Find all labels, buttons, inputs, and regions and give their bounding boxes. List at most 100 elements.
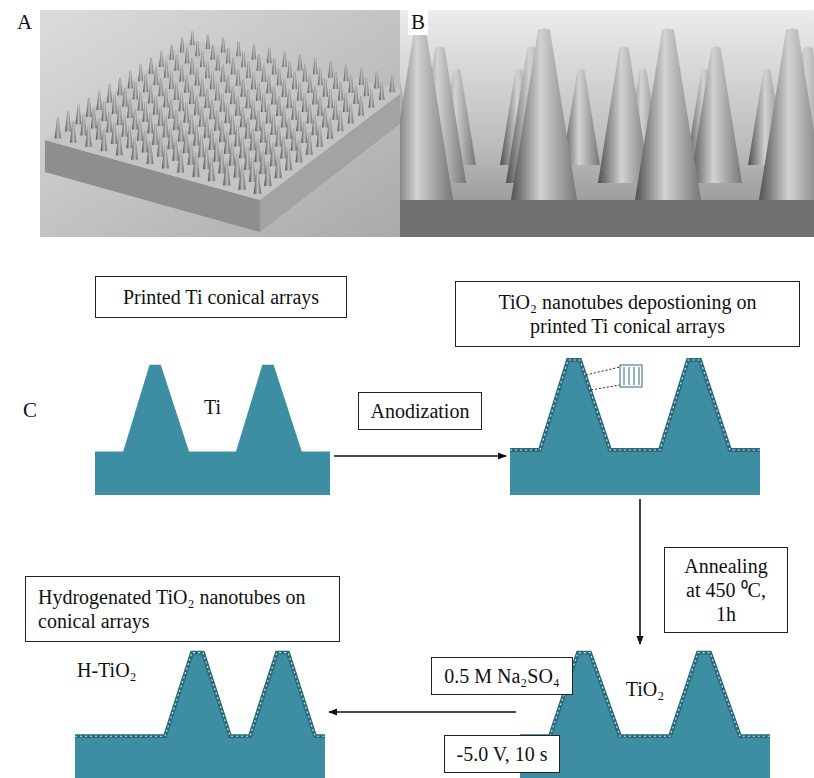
cone (254, 139, 261, 162)
render-background (40, 10, 413, 237)
cone (215, 82, 221, 101)
cone (264, 161, 271, 186)
cone (256, 82, 262, 101)
process-stage: Hydrogenated TiO₂ nanotubes on conical a… (75, 648, 325, 778)
cone (374, 71, 379, 89)
stage-heading: Printed Ti conical arrays (95, 276, 347, 318)
cone (296, 110, 302, 131)
cone (358, 96, 364, 116)
cone (178, 120, 184, 142)
cone (163, 88, 169, 107)
process-stage: TiO₂ nanotubes depostioning on printed T… (510, 355, 760, 495)
cone (251, 72, 256, 90)
process-arrow (334, 455, 506, 457)
cone (328, 61, 333, 78)
cone (307, 103, 313, 123)
cone (213, 139, 220, 162)
cone (287, 61, 292, 78)
cone (236, 41, 241, 56)
cone (234, 124, 241, 146)
cone (359, 68, 364, 85)
cone (220, 65, 225, 82)
cone (133, 81, 139, 99)
cone (211, 44, 216, 59)
cone (233, 153, 240, 177)
stage-heading: TiO₂ nanotubes depostioning on printed T… (455, 281, 800, 347)
cone (101, 101, 107, 121)
cone (261, 93, 267, 112)
cone (240, 107, 246, 128)
cross-section (95, 360, 330, 495)
plate-side (400, 200, 814, 237)
cone (76, 104, 82, 124)
cone (214, 110, 220, 131)
cone (143, 74, 148, 92)
cone (267, 48, 272, 64)
cone (272, 58, 277, 75)
cone (65, 111, 71, 132)
cone (256, 54, 261, 70)
cone (348, 103, 354, 123)
cone (111, 122, 118, 144)
cone (203, 146, 210, 170)
cone (254, 168, 262, 194)
cone (389, 74, 394, 92)
cone (271, 86, 277, 105)
cone (206, 34, 210, 49)
cone (184, 75, 189, 93)
cone (101, 129, 108, 151)
cone (121, 115, 127, 136)
cone (209, 99, 215, 119)
cone (177, 149, 184, 173)
cone (158, 78, 163, 96)
cone (245, 117, 251, 138)
cone (183, 131, 190, 153)
cone (285, 147, 292, 171)
cone (364, 78, 369, 96)
cone (149, 57, 154, 74)
cone (195, 41, 200, 56)
material-label: H-TiO₂ (77, 658, 137, 682)
cone (369, 89, 375, 108)
cone (245, 89, 251, 108)
cone (275, 125, 282, 147)
cone (142, 130, 149, 152)
cone (249, 157, 256, 182)
cone (323, 78, 328, 96)
cone (169, 44, 174, 59)
cone (137, 91, 143, 110)
cone (332, 100, 338, 120)
cone (204, 89, 210, 108)
cone (317, 96, 323, 116)
cone (219, 121, 226, 143)
cone (96, 118, 102, 139)
cone-array (55, 31, 395, 194)
cone (280, 136, 287, 159)
cone-array (400, 29, 814, 201)
cone (246, 61, 251, 78)
cone (167, 127, 174, 149)
cone (252, 44, 257, 59)
cone (275, 154, 282, 178)
cone (179, 65, 184, 82)
cone (180, 38, 184, 53)
cone (183, 103, 189, 123)
cone (164, 61, 169, 78)
cone (185, 48, 190, 64)
cone (297, 82, 303, 101)
cone (277, 68, 282, 85)
cone (307, 75, 312, 93)
cone (322, 107, 328, 128)
cone (250, 100, 256, 120)
cone (270, 114, 276, 135)
cone (344, 64, 349, 81)
cone (400, 29, 453, 201)
panel-letter: C (20, 398, 40, 423)
cone (266, 103, 272, 123)
cone (204, 117, 210, 138)
cone (190, 58, 195, 75)
cone (298, 54, 303, 70)
cone (96, 91, 102, 110)
cone (220, 92, 226, 111)
cone (194, 96, 200, 116)
